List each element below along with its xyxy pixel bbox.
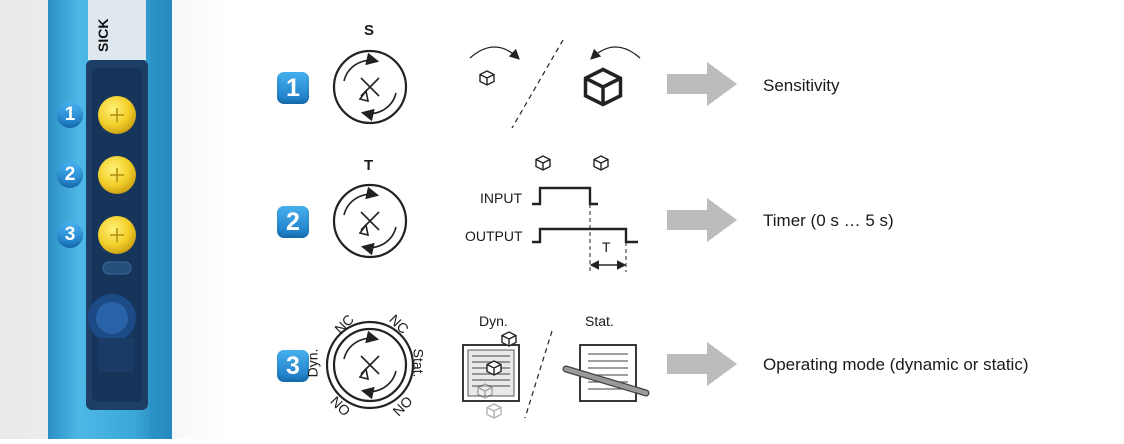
result-sensitivity: Sensitivity bbox=[763, 76, 840, 95]
input-label: INPUT bbox=[480, 190, 522, 206]
sensitivity-dial-icon bbox=[334, 51, 406, 123]
device-badge-3: 3 bbox=[57, 222, 83, 248]
input-signal bbox=[532, 186, 598, 206]
arrow-right-icon bbox=[667, 62, 737, 106]
dyn-label: Dyn. bbox=[479, 313, 508, 329]
arrow-right-icon bbox=[667, 342, 737, 386]
step-badge-3: 3 bbox=[277, 350, 309, 382]
large-object-icon bbox=[583, 67, 623, 107]
object-out-icon bbox=[593, 155, 609, 171]
result-operating-mode: Operating mode (dynamic or static) bbox=[763, 355, 1029, 374]
dynamic-mode-icon bbox=[462, 331, 520, 419]
result-timer: Timer (0 s … 5 s) bbox=[763, 211, 894, 230]
rotate-cw-icon bbox=[469, 46, 520, 60]
stat-label: Stat. bbox=[585, 313, 614, 329]
mode-dial-ring bbox=[325, 320, 415, 410]
device-badge-2: 2 bbox=[57, 162, 83, 188]
dial-letter-s: S bbox=[364, 22, 375, 39]
step-badge-2: 2 bbox=[277, 206, 309, 238]
timer-dial-icon bbox=[334, 185, 406, 257]
dial-label-stat: Stat. bbox=[410, 348, 427, 378]
step-badge-1: 1 bbox=[277, 72, 309, 104]
sensor-device-photo: SICK 1 2 3 bbox=[0, 0, 232, 439]
device-badge-1: 1 bbox=[57, 102, 83, 128]
output-label: OUTPUT bbox=[465, 228, 523, 244]
dial-letter-t: T bbox=[364, 157, 374, 174]
static-mode-icon bbox=[562, 344, 650, 402]
delay-label: T bbox=[602, 239, 611, 255]
mode-dial-icon bbox=[334, 329, 406, 401]
rotate-ccw-icon bbox=[590, 46, 641, 60]
arrow-right-icon bbox=[667, 198, 737, 242]
small-object-icon bbox=[479, 70, 495, 86]
object-in-icon bbox=[535, 155, 551, 171]
output-signal bbox=[532, 227, 638, 244]
dial-label-dyn: Dyn. bbox=[304, 348, 321, 378]
